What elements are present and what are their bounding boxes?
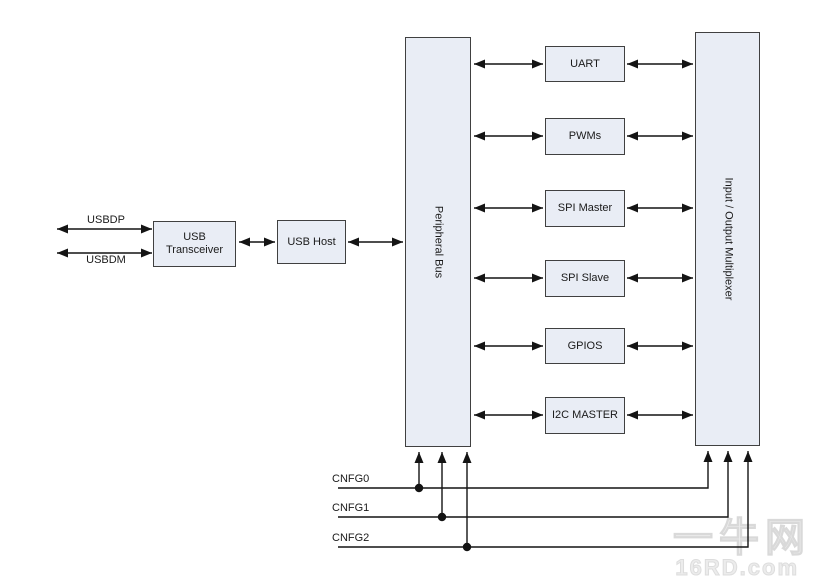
uart-label: UART <box>570 57 600 70</box>
uart-block: UART <box>545 46 625 82</box>
cnfg0-junction-dot <box>414 483 424 493</box>
wire-cnfg2 <box>338 451 753 548</box>
cnfg0-label: CNFG0 <box>332 473 370 485</box>
i2c-master-label: I2C MASTER <box>551 409 618 421</box>
watermark-url: 16RD.com <box>675 555 799 580</box>
i2c-master-block: I2C MASTER <box>545 397 625 434</box>
gpios-label: GPIOS <box>567 339 603 352</box>
usb-transceiver-label: USB Transceiver <box>165 231 224 256</box>
cnfg2-label: CNFG2 <box>332 532 370 544</box>
io-multiplexer-label: Input / Output Multiplexer <box>722 177 734 301</box>
usbdm-label: USBDM <box>86 254 126 266</box>
usb-host-block: USB Host <box>277 220 346 264</box>
usb-host-label: USB Host <box>287 235 336 248</box>
watermark-text: 一牛网 <box>673 516 811 560</box>
spi-master-block: SPI Master <box>545 190 625 227</box>
usbdp-label: USBDP <box>87 214 125 226</box>
cnfg1-junction-dot <box>437 512 447 522</box>
usb-transceiver-block: USB Transceiver <box>153 221 236 267</box>
io-multiplexer-block: Input / Output Multiplexer <box>695 32 760 446</box>
pwms-label: PWMs <box>568 130 602 142</box>
wire-cnfg1 <box>338 451 733 518</box>
peripheral-bus-block: Peripheral Bus <box>405 37 471 447</box>
cnfg2-junction-dot <box>462 542 472 552</box>
spi-master-label: SPI Master <box>557 202 613 214</box>
pwms-block: PWMs <box>545 118 625 155</box>
cnfg1-label: CNFG1 <box>332 502 370 514</box>
spi-slave-label: SPI Slave <box>560 272 610 284</box>
gpios-block: GPIOS <box>545 328 625 364</box>
spi-slave-block: SPI Slave <box>545 260 625 297</box>
peripheral-bus-label: Peripheral Bus <box>432 205 445 279</box>
wire-cnfg0 <box>338 451 713 489</box>
